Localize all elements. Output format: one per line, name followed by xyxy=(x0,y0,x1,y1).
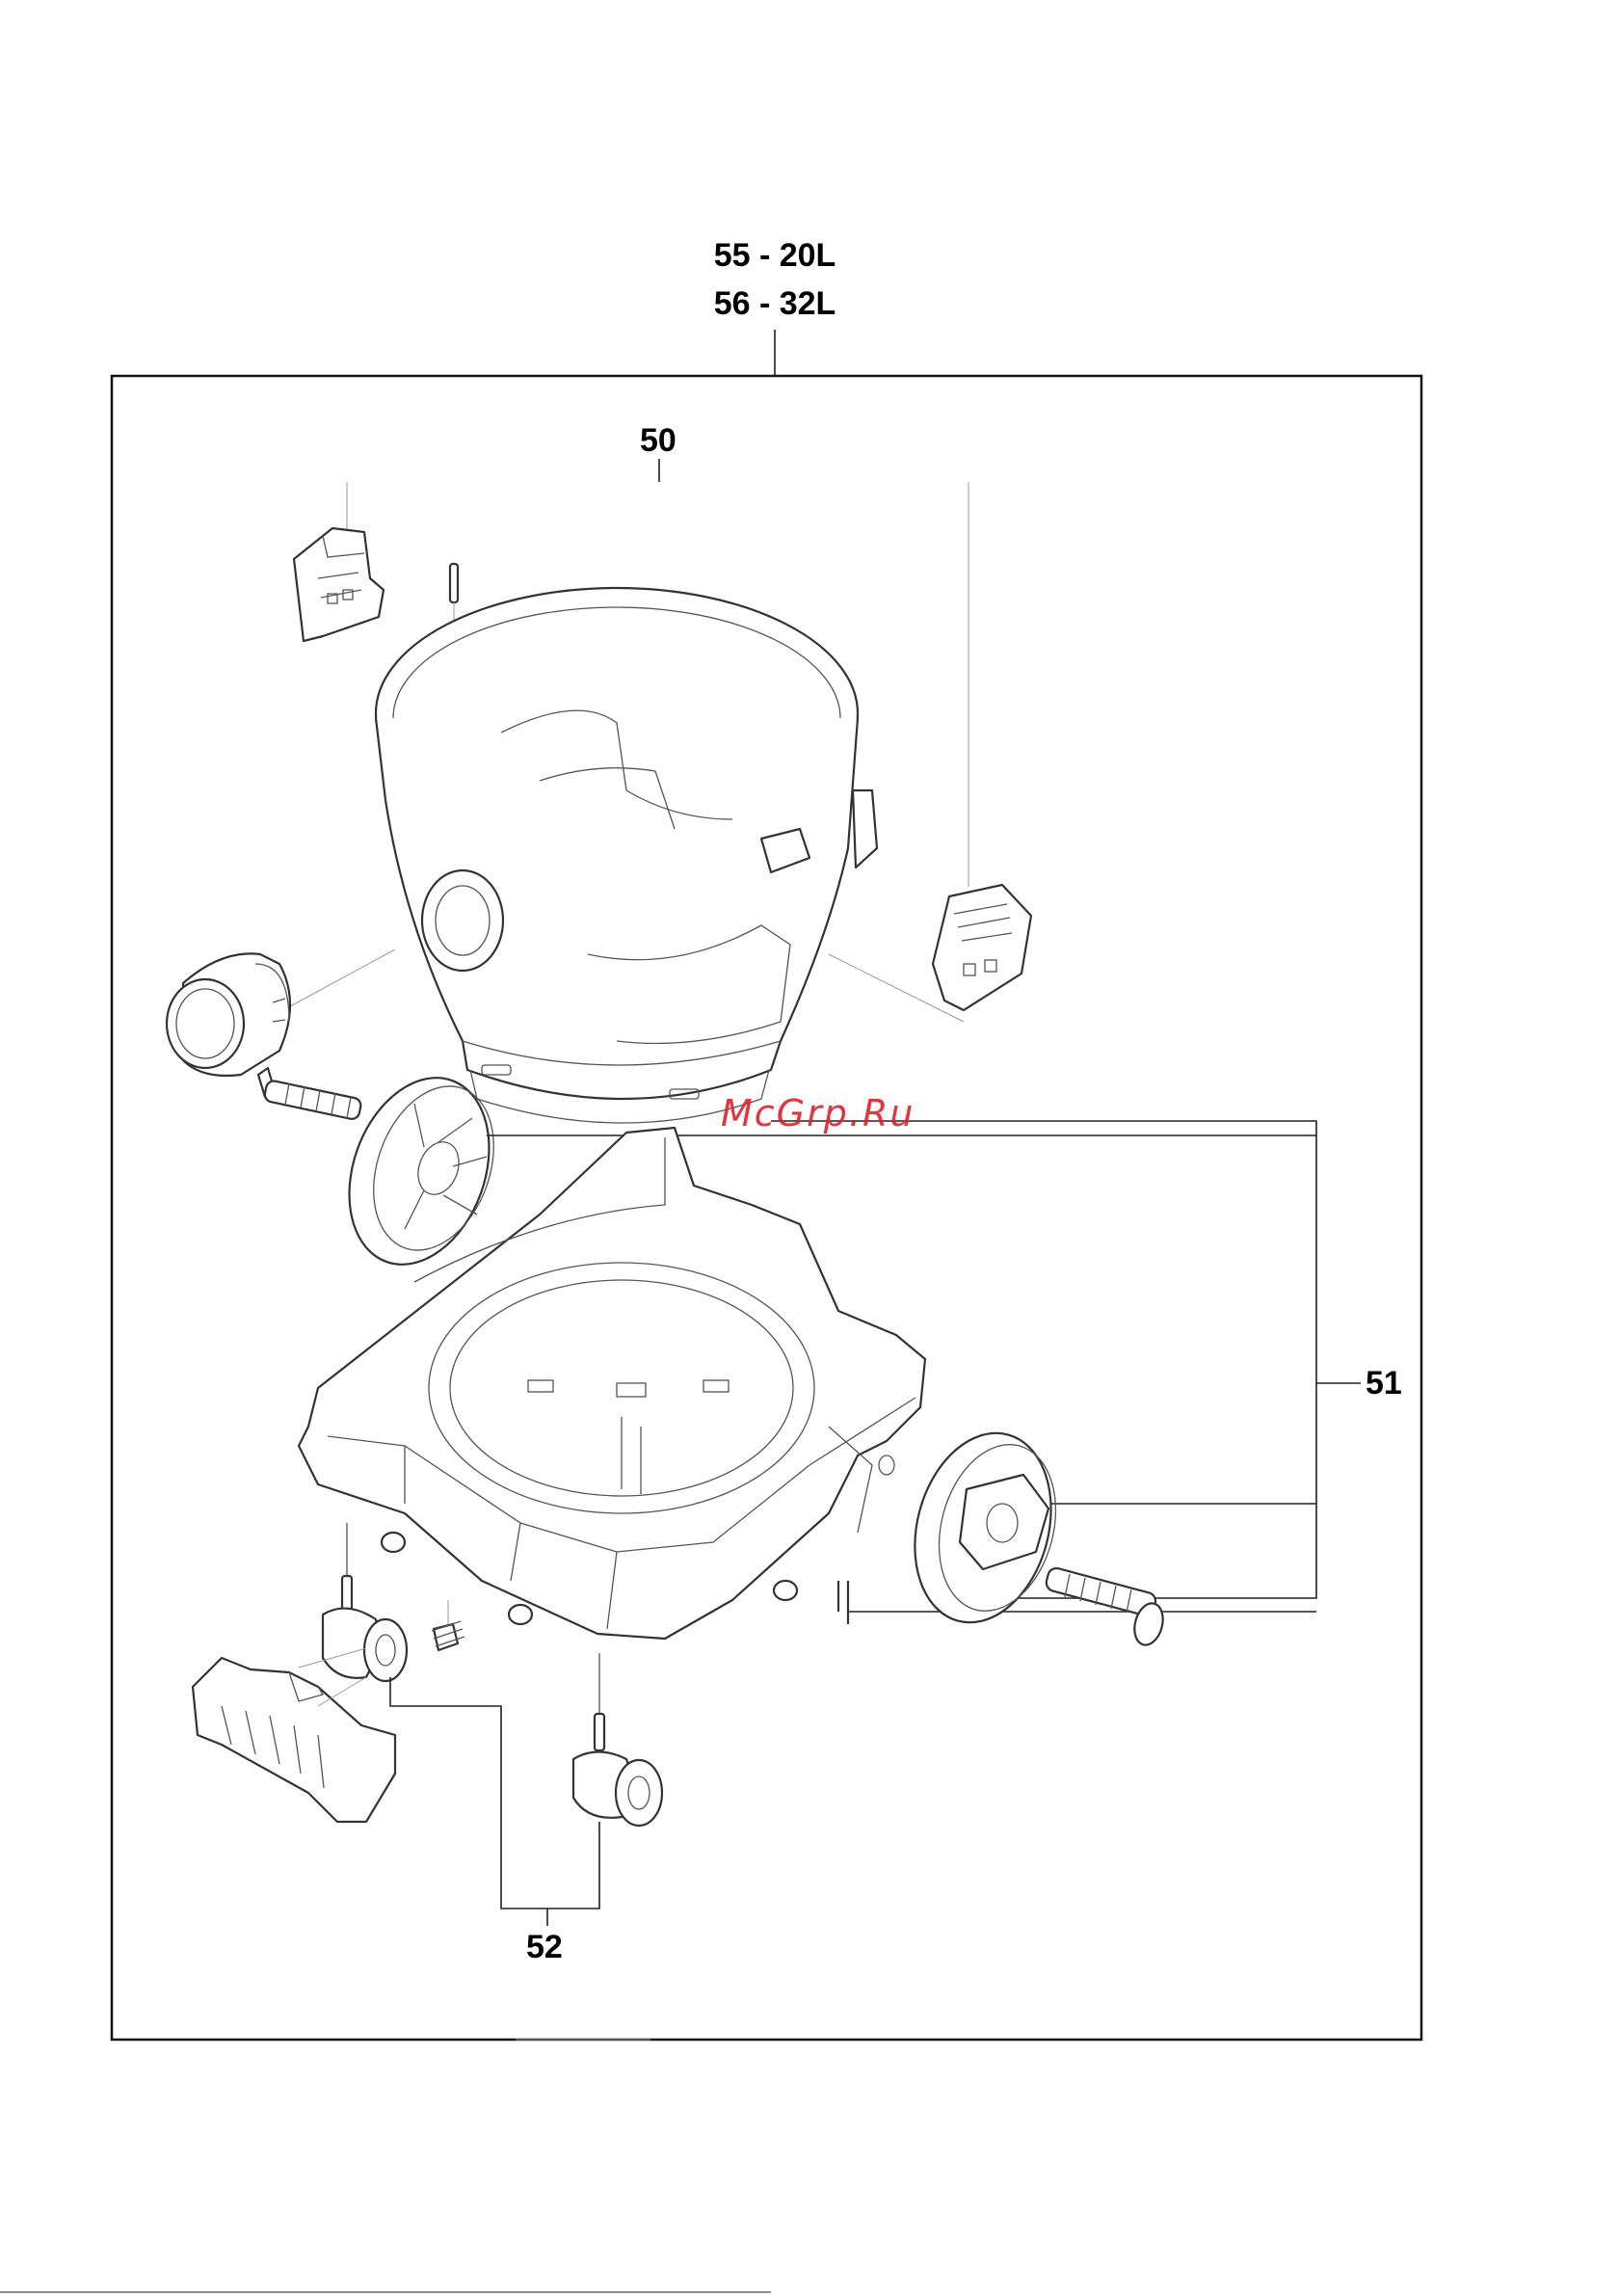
hose-adapter xyxy=(167,953,290,1076)
watermark: McGrp.Ru xyxy=(721,1092,915,1135)
latch-clip-left xyxy=(294,528,384,641)
tank-body xyxy=(376,588,877,1123)
latch-clip-right xyxy=(933,885,1031,1010)
caster-center xyxy=(573,1653,662,1826)
wheel-right xyxy=(894,1418,1073,1638)
axle-pin-left xyxy=(258,1068,362,1120)
axle-pin-right xyxy=(1045,1566,1167,1648)
brake-spring xyxy=(432,1600,464,1650)
wheel-left xyxy=(325,1058,516,1284)
caster-kit-leader xyxy=(390,1677,599,1926)
wheel-screws-right xyxy=(838,1581,848,1624)
callout-tank: 50 xyxy=(640,424,676,457)
callout-wheel-kit: 51 xyxy=(1366,1367,1402,1400)
callout-caster-kit: 52 xyxy=(526,1931,563,1963)
